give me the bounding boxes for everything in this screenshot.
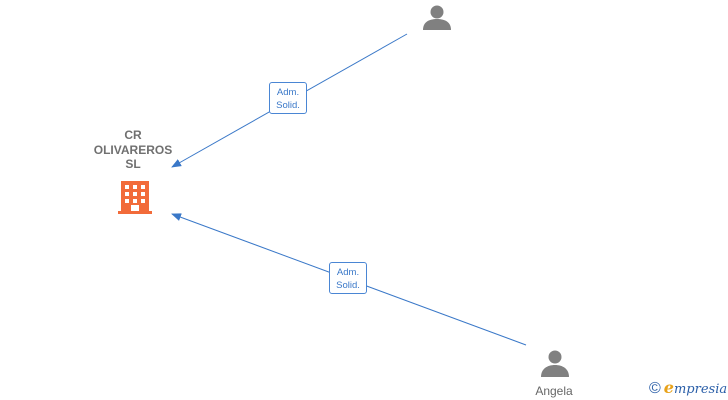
- building-icon[interactable]: [118, 181, 152, 214]
- person-icon[interactable]: [541, 350, 569, 378]
- brand-logo-text: mpresia: [673, 382, 728, 397]
- company-name[interactable]: CR OLIVAREROS SL: [84, 128, 182, 172]
- company-name-line: OLIVAREROS: [93, 142, 173, 157]
- edge-label-line: Solid.: [276, 100, 300, 111]
- person-label-angela[interactable]: Angela: [535, 384, 573, 398]
- brand-logo-initial: e: [663, 378, 674, 397]
- company-name-line: CR: [124, 128, 142, 142]
- copyright-icon: ©: [649, 380, 661, 397]
- edge-label-1: Adm. Solid.: [269, 82, 307, 114]
- edge-label-line: Adm.: [336, 267, 360, 278]
- edge-label-line: Solid.: [336, 280, 360, 291]
- edge-label-2: Adm. Solid.: [329, 262, 367, 294]
- edge-label-line: Adm.: [276, 87, 300, 98]
- person-icon[interactable]: [423, 5, 451, 31]
- empresia-watermark: ©empresia: [649, 378, 727, 398]
- company-name-line: SL: [125, 157, 141, 171]
